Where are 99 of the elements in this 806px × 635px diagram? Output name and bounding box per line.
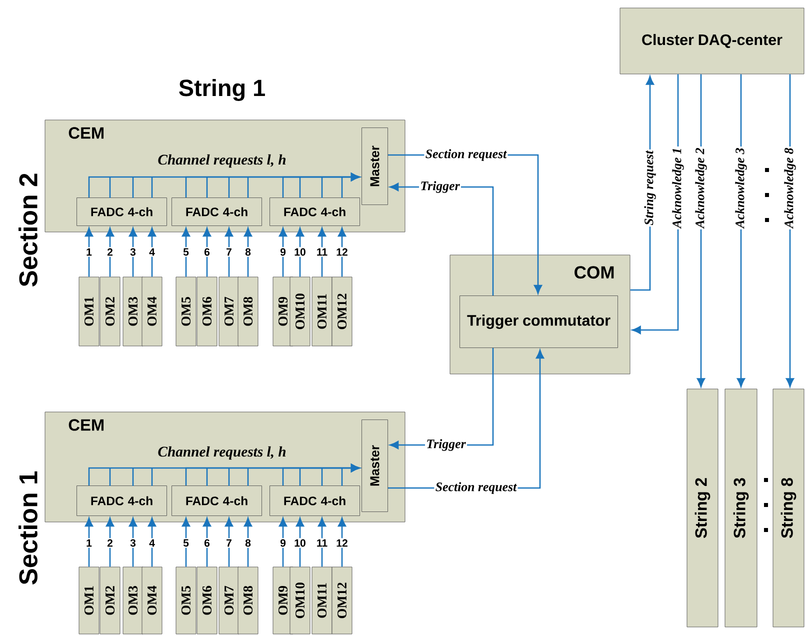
arrow	[128, 228, 138, 277]
arrow	[318, 518, 326, 567]
edge-label: 7	[224, 538, 234, 548]
arrow	[282, 464, 360, 486]
string-box: String 8	[772, 388, 804, 628]
om-box: OM8	[238, 276, 258, 346]
om-box: OM10	[290, 566, 310, 634]
edge-label: 5	[182, 538, 190, 548]
fadc-box: FADC 4-ch	[270, 198, 360, 226]
edge-label: Channel requests l, h	[156, 445, 288, 461]
om-box: OM8	[238, 566, 258, 634]
om-box: OM10	[290, 276, 310, 346]
master-box: Master	[362, 128, 388, 205]
om-box: OM2	[100, 276, 120, 346]
edge-label: 6	[202, 538, 212, 548]
arrow	[224, 518, 234, 567]
process-box: Trigger commutator	[460, 296, 618, 348]
edge-label: 2	[106, 247, 114, 257]
edge-label: Channel requests l, h	[156, 153, 288, 169]
om-box: OM5	[176, 566, 196, 634]
edge-label: 12	[334, 538, 350, 548]
arrow	[182, 228, 190, 277]
om-box: OM6	[196, 276, 218, 346]
arrow	[202, 518, 212, 567]
edge-label: Trigger	[419, 180, 461, 194]
section-title: Section 2	[18, 174, 38, 287]
edge-label: 8	[244, 247, 252, 257]
arrow	[224, 228, 234, 277]
om-box: OM1	[78, 566, 100, 634]
edge-label: 10	[292, 538, 308, 548]
om-box: OM7	[218, 566, 240, 634]
edge-label: 11	[315, 247, 329, 257]
master-box: Master	[362, 420, 388, 512]
edge-label: 5	[182, 247, 190, 257]
edge-label: Acknowledge 8	[782, 146, 798, 230]
arrow	[202, 228, 212, 277]
edge-label: 7	[224, 247, 234, 257]
arrow	[244, 518, 252, 567]
edge-label: Acknowledge 1	[670, 146, 686, 230]
fadc-box: FADC 4-ch	[270, 486, 360, 516]
edge-label: Section request	[424, 148, 508, 162]
om-box: OM12	[332, 276, 352, 346]
om-box: OM5	[176, 276, 196, 346]
om-box: OM6	[196, 566, 218, 634]
om-box: OM11	[312, 276, 332, 346]
edge-label: String request	[642, 149, 658, 227]
om-box: OM4	[142, 566, 162, 634]
arrow	[278, 518, 288, 567]
arrow	[128, 518, 138, 567]
arrow	[148, 518, 156, 567]
om-box: OM4	[142, 276, 162, 346]
fadc-box: FADC 4-ch	[76, 198, 167, 226]
edge-label: 10	[292, 247, 308, 257]
om-box: OM3	[122, 566, 144, 634]
edge-label: 1	[84, 247, 94, 257]
om-box: OM1	[78, 276, 100, 346]
edge-label: Acknowledge 3	[734, 146, 748, 230]
fadc-box: FADC 4-ch	[76, 486, 167, 516]
string-box: String 2	[686, 388, 718, 628]
fadc-box: FADC 4-ch	[172, 486, 262, 516]
edge-label: 3	[128, 538, 138, 548]
arrow	[338, 518, 346, 567]
arrow	[318, 228, 326, 277]
edge-label: 12	[334, 247, 350, 257]
edge-label: 3	[128, 247, 138, 257]
process-box: Cluster DAQ-center	[620, 8, 804, 74]
arrow	[296, 228, 304, 277]
edge-label: Section request	[434, 480, 518, 495]
arrow	[106, 228, 114, 277]
arrow	[84, 228, 94, 277]
arrow	[282, 172, 360, 198]
string-box: String 3	[724, 388, 758, 628]
edge-label: 4	[148, 247, 156, 257]
edge-label: 9	[278, 247, 288, 257]
arrow	[106, 518, 114, 567]
edge-label: 11	[315, 538, 329, 548]
fadc-box: FADC 4-ch	[172, 198, 262, 226]
arrow	[278, 228, 288, 277]
om-box: OM12	[332, 566, 352, 634]
om-box: OM3	[122, 276, 144, 346]
arrow	[244, 228, 252, 277]
arrow	[148, 228, 156, 277]
arrow	[84, 518, 94, 567]
edge-label: 9	[278, 538, 288, 548]
edge-label: 2	[106, 538, 114, 548]
edge-label: 1	[84, 538, 94, 548]
edge-label: 6	[202, 247, 212, 257]
arrow	[182, 518, 190, 567]
edge-label: Acknowledge 2	[694, 146, 708, 230]
edge-label: Trigger	[425, 438, 467, 452]
arrow	[338, 228, 346, 277]
edge-label: 4	[148, 538, 156, 548]
section-title: Section 1	[18, 471, 38, 585]
edge-label: 8	[244, 538, 252, 548]
string-title: String 1	[179, 79, 265, 101]
arrow	[296, 518, 304, 567]
om-box: OM11	[312, 566, 332, 634]
om-box: OM7	[218, 276, 240, 346]
om-box: OM2	[100, 566, 120, 634]
